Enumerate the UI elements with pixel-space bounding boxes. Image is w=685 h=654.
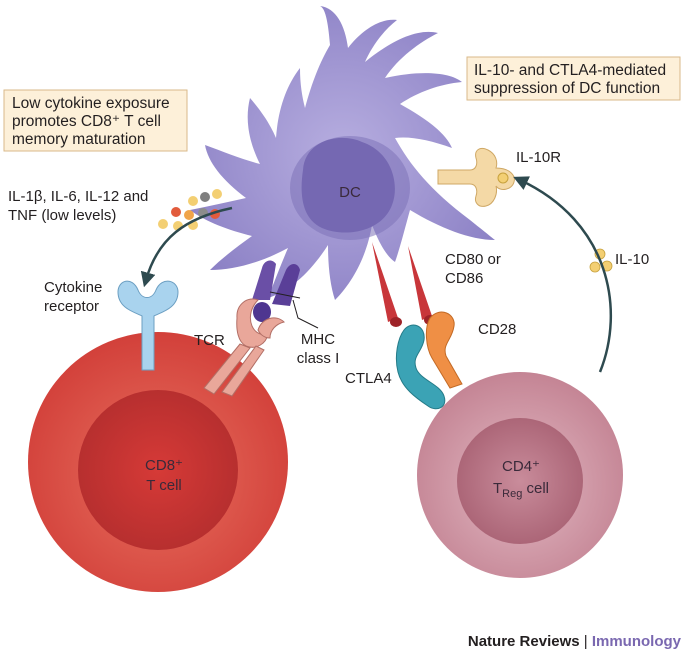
cd8-nucleus xyxy=(78,390,238,550)
cytokines-label-line-1: IL-1β, IL-6, IL-12 and xyxy=(8,188,148,205)
cytokines-label-line-2: TNF (low levels) xyxy=(8,207,116,224)
ctla4-receptor xyxy=(395,324,446,410)
il10-arrow-icon xyxy=(513,176,612,373)
treg-cell: CD4⁺ TReg cell xyxy=(417,372,623,578)
cd80-cd86-ligand xyxy=(372,242,436,327)
treg-label-tail: cell xyxy=(522,480,549,497)
treg-label-t: T xyxy=(493,480,502,497)
mhc-callout-line xyxy=(292,299,319,329)
dendritic-cell: DC xyxy=(190,6,495,300)
right-box-line-1: IL-10- and CTLA4-mediated xyxy=(474,62,666,79)
left-box-line-1: Low cytokine exposure xyxy=(12,95,170,112)
right-box-line-2: suppression of DC function xyxy=(474,80,660,97)
cd28-receptor xyxy=(425,311,463,389)
cytokine-dot-icon xyxy=(188,196,198,206)
cytokine-dot-icon xyxy=(184,210,194,220)
mhc-class-i xyxy=(252,260,301,322)
treg-label-sub: Reg xyxy=(502,488,522,500)
treg-nucleus xyxy=(457,418,583,544)
cytokine-receptor-label-line-2: receptor xyxy=(44,298,99,315)
left-box-line-2: promotes CD8⁺ T cell xyxy=(12,113,161,130)
cd80-label-line-2: CD86 xyxy=(445,270,483,287)
right-annotation-box: IL-10- and CTLA4-mediated suppression of… xyxy=(466,56,681,101)
left-annotation-box: Low cytokine exposure promotes CD8⁺ T ce… xyxy=(3,89,188,152)
dc-label: DC xyxy=(339,184,361,201)
ctla4-label: CTLA4 xyxy=(345,370,392,387)
cytokine-arrow-icon xyxy=(140,206,233,288)
cd8-t-cell: CD8⁺ T cell xyxy=(28,332,288,592)
il10r-receptor-icon xyxy=(437,147,515,207)
cytokine-dot-icon xyxy=(212,189,222,199)
treg-label-line-1: CD4⁺ xyxy=(502,458,540,475)
cd80-label-line-1: CD80 or xyxy=(445,251,501,268)
cytokine-dot-icon xyxy=(158,219,168,229)
credit-journal: Nature Reviews xyxy=(468,633,580,650)
cytokine-receptor-label-line-1: Cytokine xyxy=(44,279,102,296)
treg-label-line-2: TReg cell xyxy=(493,480,549,500)
dc-nucleus xyxy=(301,137,395,233)
il10r-label: IL-10R xyxy=(516,149,561,166)
journal-credit: Nature Reviews | Immunology xyxy=(468,633,682,650)
cd8-label-line-1: CD8⁺ xyxy=(145,457,183,474)
mhc-label-line-1: MHC xyxy=(301,331,335,348)
tcr-label: TCR xyxy=(194,332,225,349)
left-box-line-3: memory maturation xyxy=(12,131,146,148)
credit-separator: | xyxy=(580,633,592,650)
tcr-receptor xyxy=(203,298,285,397)
mhc-label-line-2: class I xyxy=(297,350,340,367)
cytokine-dot-icon xyxy=(200,192,210,202)
il10-label: IL-10 xyxy=(615,251,649,268)
cd28-label: CD28 xyxy=(478,321,516,338)
cytokine-dot-icon xyxy=(171,207,181,217)
credit-field: Immunology xyxy=(592,633,682,650)
cytokine-receptor-icon xyxy=(117,280,179,371)
cd8-label-line-2: T cell xyxy=(146,477,182,494)
il10-dot-icon xyxy=(589,261,601,273)
